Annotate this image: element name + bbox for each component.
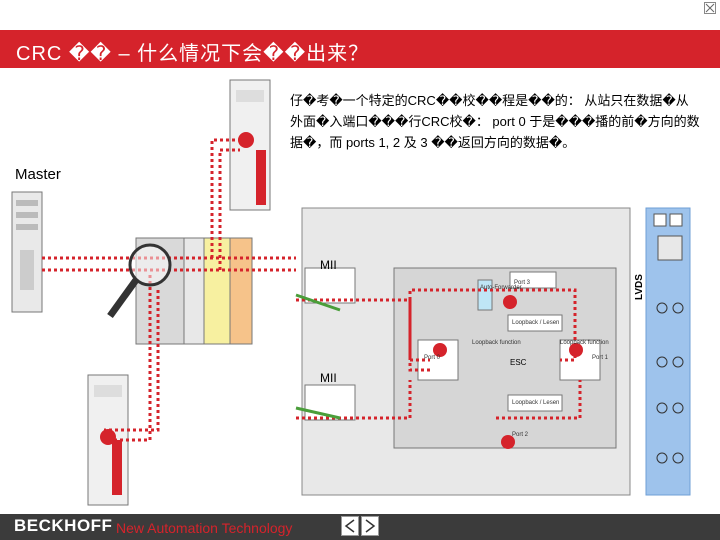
next-slide-icon — [365, 519, 376, 533]
footer-bar — [0, 514, 720, 540]
port3-label: Port 3 — [514, 280, 531, 286]
prev-slide-button[interactable] — [341, 516, 359, 536]
loopback-bottom-label: Loopback / Lesen — [512, 400, 560, 406]
close-icon[interactable] — [704, 2, 716, 14]
master-label: Master — [15, 166, 61, 183]
crc-check-dot-port0 — [433, 343, 447, 357]
beckhoff-logo: BECKHOFF — [14, 516, 113, 535]
mii-label-bottom: MII — [320, 371, 337, 385]
auto-forwarder-label: Auto-Forwarder — [480, 285, 522, 291]
crc-check-dot-top — [238, 132, 254, 148]
port1-label: Port 1 — [592, 355, 609, 361]
crc-description: 仔�考�一个特定的CRC��校��程是��的： 从站只在数据�从外面�入端口��… — [290, 93, 700, 150]
lvds-label: LVDS — [634, 274, 645, 300]
title-bar: CRC �� – 什么情况下会��出来？ — [0, 30, 720, 68]
mii-label-top: MII — [320, 258, 337, 272]
master-device — [11, 191, 43, 313]
mii-wire-top — [295, 293, 341, 312]
crc-check-dot-port2 — [501, 435, 515, 449]
mii-wire-bottom — [295, 406, 341, 420]
crc-check-dot-port3 — [503, 295, 517, 309]
footer-tagline: New Automation Technology — [116, 520, 293, 536]
page-title: CRC �� – 什么情况下会��出来？ — [16, 43, 370, 65]
crc-check-dot-port1 — [569, 343, 583, 357]
esc-center-label: ESC — [510, 358, 527, 367]
frame-path — [42, 138, 582, 442]
crc-check-dot-bottom — [100, 429, 116, 445]
prev-slide-icon — [344, 519, 355, 533]
magnifier-icon — [107, 243, 172, 319]
lvds-panel — [645, 207, 691, 496]
next-slide-button[interactable] — [361, 516, 379, 536]
port0-label: Port 0 — [424, 355, 441, 361]
loopback-right-label: Loopback function — [560, 340, 609, 346]
loopback-top-label: Loopback / Lesen — [512, 320, 560, 326]
loopback-left-label: Loopback function — [472, 340, 521, 346]
port2-label: Port 2 — [512, 432, 529, 438]
